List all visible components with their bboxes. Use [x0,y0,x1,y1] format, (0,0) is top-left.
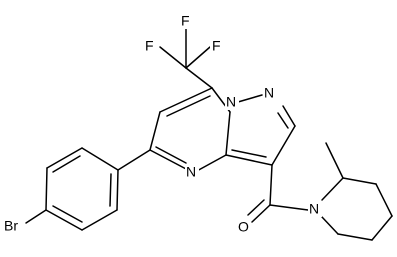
bond-n1-c2-double [277,112,289,129]
bond-c7-cf3 [185,67,213,89]
atom-f-top: F [181,13,190,29]
atom-f-left: F [145,38,154,54]
bond-ph-c6-c1 [116,169,119,211]
bond-cf3-f-right [185,46,211,69]
bond-n4-c5-double [155,146,187,164]
atom-n-bridgehead: N [226,94,236,110]
bond-carbonyl-o-double [247,199,265,216]
bond-carbonyl-o [251,204,271,223]
atom-n-pyrimidine: N [186,164,196,180]
bond-ph-c4-c5 [45,209,83,231]
bond-c2pip-c3pip [342,177,377,185]
bond-c3a-n4 [194,154,227,173]
bond-n-c2pip [321,177,344,201]
bond-c5pip-c6pip [337,233,373,241]
bond-c4pip-c5pip [371,215,393,241]
bond-c3-carbonyl [269,164,273,206]
atom-n-pyrazole: N [264,85,274,101]
atom-labels: F F F N N N N O Br [2,13,322,235]
bond-c6-c7 [159,87,213,113]
bond-carbonyl-n [269,204,309,211]
atom-br: Br [4,218,18,234]
bond-c3-c3a [225,154,273,166]
bond-cf3-f-left [159,46,187,69]
bond-c6pip-n [321,216,339,235]
bond-n8-n1 [237,94,263,103]
bond-ph-c2-c3 [46,147,83,169]
bond-ph-c1-c2 [81,147,119,171]
atom-o-carbonyl: O [238,219,249,235]
atom-f-right: F [212,38,221,54]
bond-ph-c3-c4 [45,167,48,211]
bond-ph-c5-c6 [81,209,118,231]
bond-c3pip-c4pip [375,183,393,217]
bond-ph-c4-br [25,209,47,224]
bonds [25,24,393,241]
atom-n-piperidine: N [309,201,319,217]
bond-n4-c5 [149,149,189,171]
bond-c6-c7-double [166,95,211,117]
bond-n1-c2 [282,105,296,127]
bond-ph-c2-c3-double [52,155,81,173]
bond-c2-c3 [271,125,296,166]
bond-n8-c3a [225,111,231,156]
bond-c2pip-methyl [325,142,344,179]
bond-c5-c6 [149,111,161,151]
bond-c5-aryl [117,149,151,171]
bond-ph-c4-c5-double [52,205,83,223]
bond-c3-c3a-double [231,149,267,158]
bond-ph-c6-c1-double [109,173,112,207]
